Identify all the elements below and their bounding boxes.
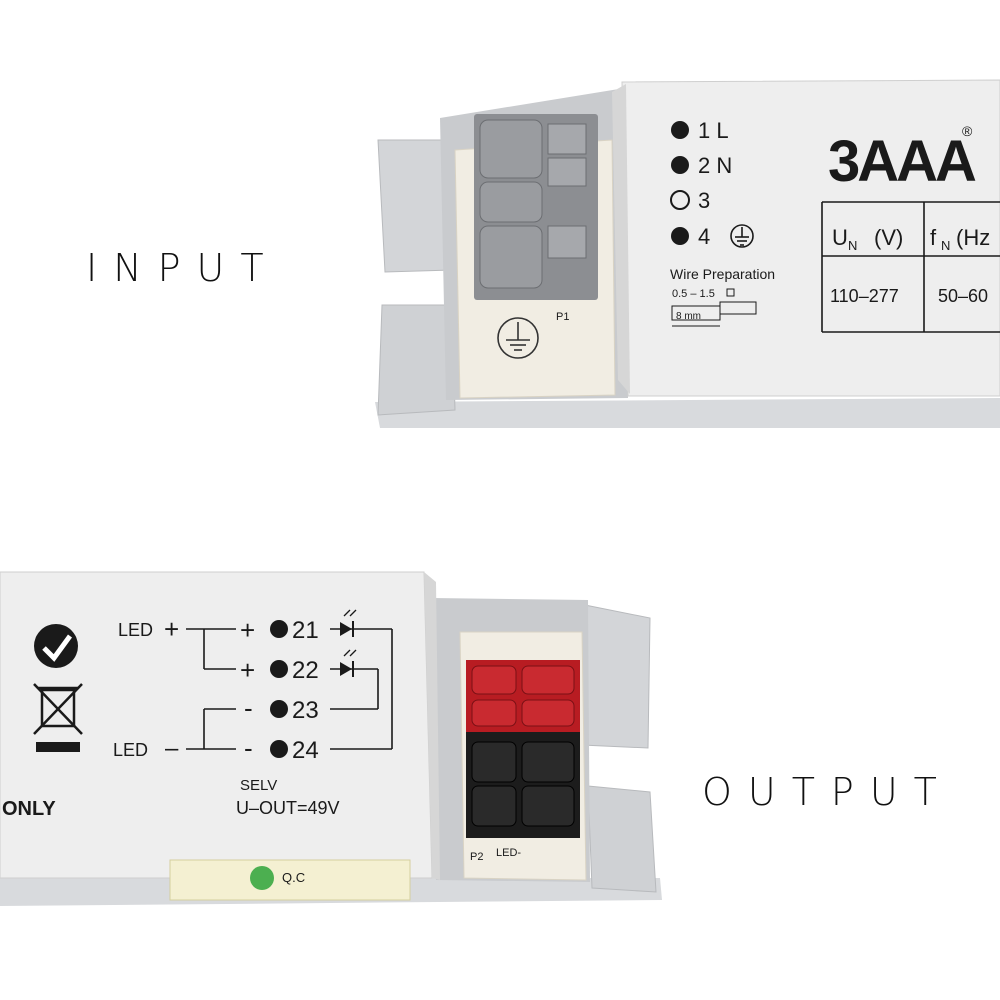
- u-out-text: U–OUT=49V: [236, 798, 340, 818]
- spec-table: [821, 201, 1000, 333]
- terminal-4-label: 4: [698, 224, 710, 249]
- terminal-1-dot: [671, 121, 689, 139]
- led-minus-sign: –: [165, 735, 179, 762]
- brand-logo: 3AAA: [828, 129, 976, 194]
- qc-sticker-logo-icon: [250, 866, 274, 890]
- terminal-23-sign: -: [244, 693, 253, 723]
- output-board-label: P2: [470, 851, 483, 863]
- terminal-24-dot: [270, 740, 288, 758]
- weee-bar-icon: [36, 742, 80, 752]
- terminal-22-num: 22: [292, 657, 319, 684]
- terminal-22-dot: [270, 660, 288, 678]
- terminal-3-dot: [670, 190, 690, 210]
- table-header-frequency-unit: (Hz: [956, 225, 990, 250]
- input-unit: P1 3AAA ® 1 L 2 N 3 4 Wire Preparation 0…: [375, 79, 1000, 428]
- weee-bin-icon: [33, 683, 83, 735]
- output-unit: P2 LED- ONLY LED + LED –: [0, 571, 662, 906]
- terminal-23-num: 23: [292, 697, 319, 724]
- led-symbol-icon: [340, 609, 357, 677]
- table-header-voltage-unit: (V): [874, 225, 903, 250]
- check-icon: [42, 634, 73, 662]
- output-side-clip-bottom: [587, 785, 657, 893]
- output-terminal-block: [466, 660, 580, 838]
- input-tray: [375, 398, 1000, 428]
- led-minus-label: LED: [113, 740, 148, 760]
- wiring-diagram: [186, 628, 393, 750]
- output-side-clip-top: [581, 604, 651, 749]
- strip-length: 8 mm: [676, 311, 701, 322]
- strip-diagram: [671, 301, 757, 327]
- input-side-clip-bottom: [377, 304, 456, 416]
- terminal-23-dot: [270, 700, 288, 718]
- table-value-frequency: 50–60: [938, 286, 988, 306]
- terminal-3-label: 3: [698, 188, 710, 213]
- terminal-2-dot: [671, 156, 689, 174]
- terminal-21-sign: +: [240, 615, 255, 645]
- terminal-2-label: 2 N: [698, 153, 732, 178]
- table-value-voltage: 110–277: [830, 286, 899, 306]
- earth-icon: [730, 224, 754, 248]
- output-housing-edge: [424, 572, 440, 880]
- input-housing-edge: [612, 84, 630, 394]
- qc-sticker-text: Q.C: [282, 870, 305, 885]
- input-ground-symbol: [497, 317, 539, 359]
- wire-size: 0.5 – 1.5: [672, 288, 715, 300]
- table-header-frequency-sub: N: [941, 238, 950, 253]
- qc-sticker: [169, 859, 411, 901]
- input-label: INPUT: [86, 246, 280, 290]
- table-header-voltage-sub: N: [848, 238, 857, 253]
- input-board-label: P1: [556, 311, 569, 323]
- terminal-21-num: 21: [292, 617, 319, 644]
- table-header-voltage: U: [832, 225, 848, 250]
- output-board-text: LED-: [496, 847, 521, 859]
- terminal-4-dot: [671, 227, 689, 245]
- terminal-24-num: 24: [292, 737, 319, 764]
- wire-prep-title: Wire Preparation: [670, 266, 775, 282]
- input-terminal-block: [474, 114, 598, 300]
- terminal-1-label: 1 L: [698, 118, 729, 143]
- selv-text: SELV: [240, 777, 277, 794]
- registered-mark: ®: [962, 123, 973, 139]
- led-plus-sign: +: [164, 614, 179, 644]
- only-text: ONLY: [2, 798, 56, 820]
- terminal-22-sign: +: [240, 655, 255, 685]
- terminal-24-sign: -: [244, 733, 253, 763]
- led-plus-label: LED: [118, 620, 153, 640]
- table-header-frequency: f: [930, 225, 937, 250]
- mm2-square-icon: [726, 288, 735, 297]
- certification-mark-icon: [34, 624, 78, 668]
- output-label: OUTPUT: [702, 770, 953, 814]
- terminal-21-dot: [270, 620, 288, 638]
